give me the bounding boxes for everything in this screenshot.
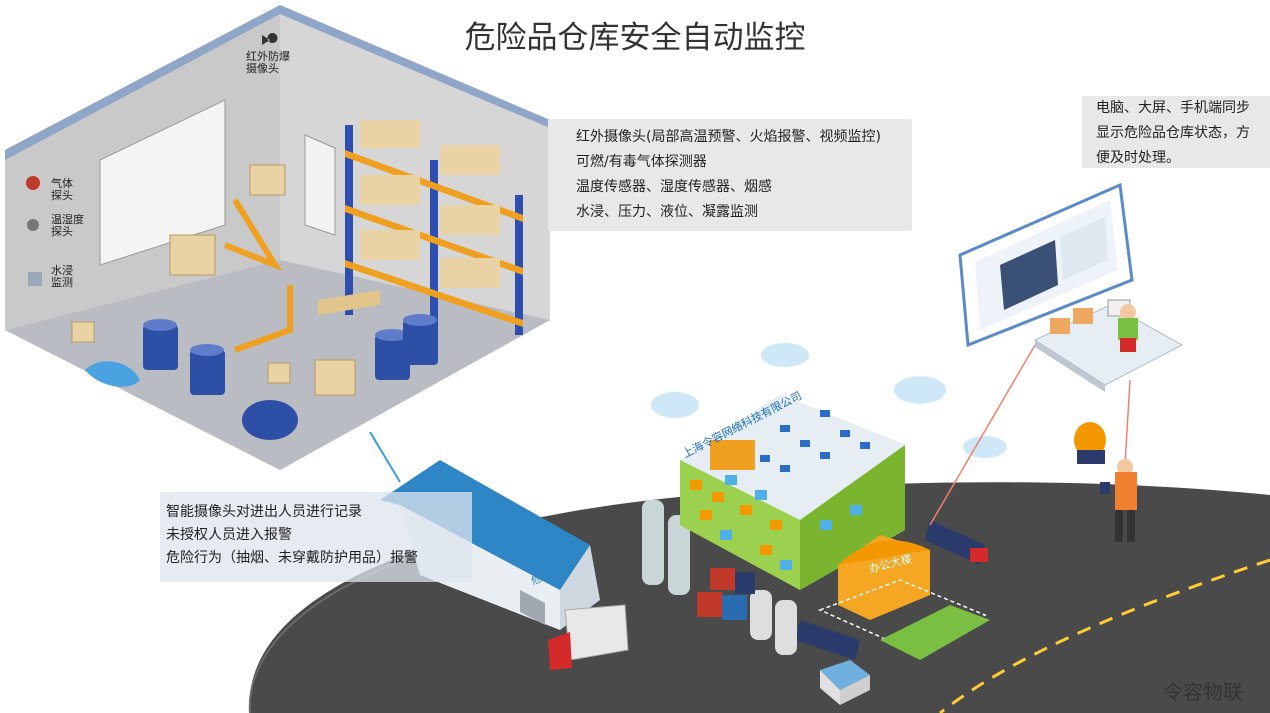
gas-tanks bbox=[642, 500, 797, 655]
monitoring-item: 可燃/有毒气体探测器 bbox=[576, 154, 707, 170]
sync-note-box: 电脑、大屏、手机端同步 显示危险品仓库状态，方 便及时处理。 bbox=[1082, 96, 1270, 168]
gas-probe-label: 气体 探头 bbox=[51, 177, 73, 202]
truck-3 bbox=[795, 620, 860, 660]
person-alerts-box: 智能摄像头对进出人员进行记录 未授权人员进入报警 危险行为（抽烟、未穿戴防护用品… bbox=[160, 492, 472, 582]
monitoring-items-box: 红外摄像头(局部高温预警、火焰报警、视频监控) 可燃/有毒气体探测器 温度传感器… bbox=[548, 119, 912, 231]
ir-camera-icon bbox=[262, 33, 278, 45]
clouds bbox=[651, 343, 1007, 458]
truck-2 bbox=[925, 520, 988, 565]
big-screen bbox=[958, 182, 1134, 348]
th-probe-label: 温湿度 探头 bbox=[51, 213, 84, 238]
water-sensor-icon bbox=[28, 272, 42, 286]
monitoring-item: 温度传感器、湿度传感器、烟感 bbox=[576, 179, 772, 195]
alert-item: 危险行为（抽烟、未穿戴防护用品）报警 bbox=[166, 550, 418, 566]
th-probe-icon bbox=[27, 219, 39, 231]
page-title: 危险品仓库安全自动监控 bbox=[464, 20, 806, 56]
brand-logo-text: 令容物联 bbox=[1163, 680, 1243, 704]
monitoring-item: 红外摄像头(局部高温预警、火焰报警、视频监控) bbox=[576, 129, 881, 145]
truck bbox=[548, 604, 629, 670]
guard-house bbox=[820, 660, 870, 705]
shelf-rack bbox=[345, 120, 523, 350]
office-building: 办公大楼 bbox=[818, 535, 990, 660]
warehouse-room bbox=[5, 5, 550, 470]
monitoring-item: 水浸、压力、液位、凝露监测 bbox=[576, 204, 758, 220]
company-building: 上海令容网络科技有限公司 bbox=[680, 388, 905, 590]
worker bbox=[1100, 459, 1137, 542]
alert-item: 智能摄像头对进出人员进行记录 bbox=[166, 504, 362, 520]
alarm-light bbox=[1074, 422, 1106, 464]
water-monitor-label: 水浸 监测 bbox=[51, 264, 73, 289]
gas-probe-icon bbox=[26, 176, 40, 190]
office-desk bbox=[1033, 299, 1184, 392]
ir-camera-label: 红外防爆 摄像头 bbox=[246, 50, 290, 75]
alert-item: 未授权人员进入报警 bbox=[166, 527, 292, 543]
drums bbox=[143, 314, 438, 440]
containers bbox=[697, 568, 755, 620]
